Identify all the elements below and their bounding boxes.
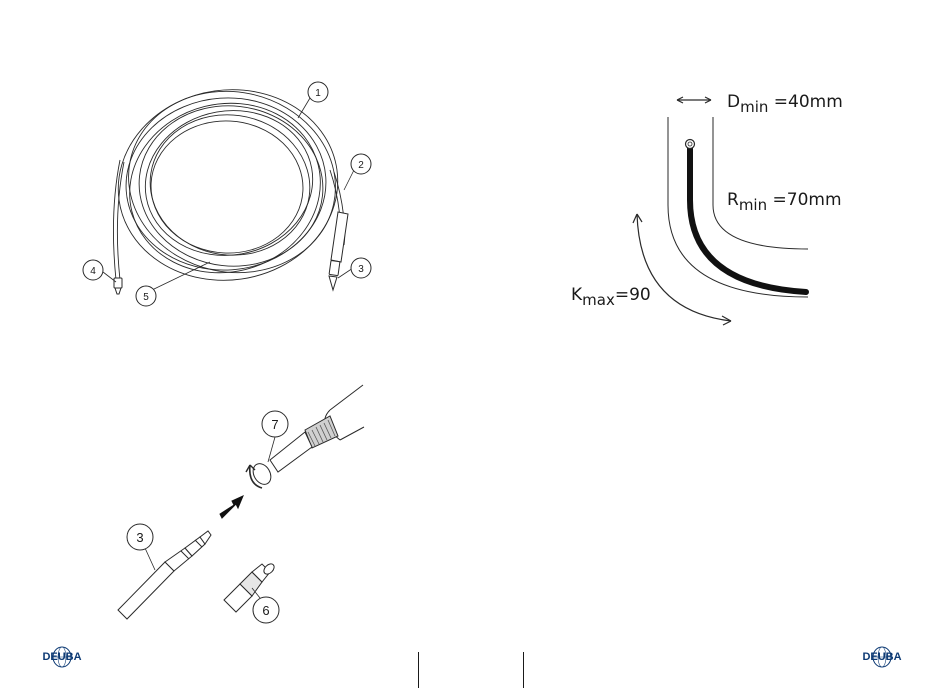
push-arrow	[220, 496, 243, 518]
connector-assembly-diagram	[118, 385, 364, 619]
deuba-logo-right: DEUBA	[862, 646, 902, 668]
callout-4: 4	[83, 260, 103, 280]
logo-right-text: DEUBA	[862, 651, 902, 663]
kmax-base: K	[571, 285, 582, 305]
callout-3b-text: 3	[136, 530, 143, 545]
kmax-label: Kmax=90	[571, 287, 651, 308]
callout-5: 5	[136, 286, 156, 306]
logo-left-text: DEUBA	[42, 651, 82, 663]
callout-2: 2	[351, 154, 371, 174]
kmax-value: =90	[615, 285, 651, 305]
dmin-base: D	[727, 92, 740, 112]
rmin-label: Rmin =70mm	[727, 192, 842, 213]
callout-1-text: 1	[315, 88, 321, 99]
bent-hose	[690, 148, 806, 292]
hose-end-fitting-right	[329, 212, 348, 290]
page-divider-right	[523, 652, 524, 688]
callout-6-text: 6	[262, 603, 269, 618]
dmin-sub: min	[740, 98, 768, 116]
callout-6: 6	[253, 597, 279, 623]
dmin-arrow	[677, 97, 711, 103]
lance-body	[118, 562, 174, 619]
callout-4-text: 4	[90, 266, 96, 277]
callout-leaders-hose	[103, 98, 354, 290]
rmin-base: R	[727, 190, 739, 210]
inner-channel-wall	[713, 117, 808, 249]
callout-7-text: 7	[271, 417, 278, 432]
callout-3-text: 3	[358, 264, 364, 275]
dmin-label: Dmin =40mm	[727, 94, 843, 115]
rmin-sub: min	[739, 196, 767, 214]
callout-7: 7	[262, 411, 288, 437]
hose-coil	[106, 72, 353, 294]
callout-1: 1	[308, 82, 328, 102]
kmax-sub: max	[582, 291, 615, 309]
callout-3: 3	[351, 258, 371, 278]
dmin-value: =40mm	[768, 92, 842, 112]
callout-2-text: 2	[358, 160, 364, 171]
hose-end-fitting-left	[114, 278, 122, 294]
callout-5-text: 5	[143, 292, 149, 303]
page-divider-left	[418, 652, 419, 688]
deuba-logo-left: DEUBA	[42, 646, 82, 668]
callout-3b: 3	[127, 524, 153, 550]
rmin-value: =70mm	[767, 190, 841, 210]
